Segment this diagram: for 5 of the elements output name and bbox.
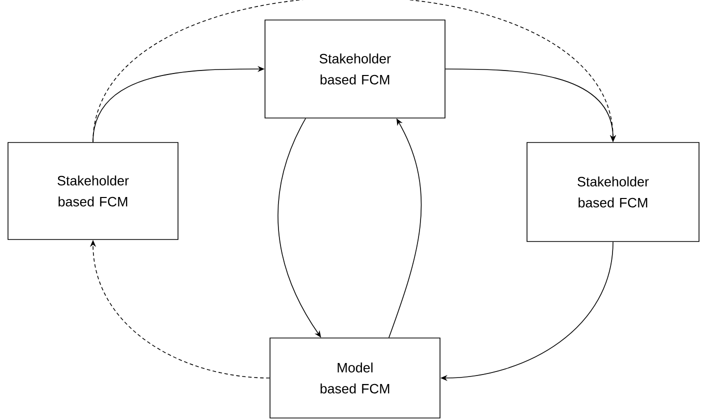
process-box: Model based FCM xyxy=(270,338,440,418)
arrow xyxy=(92,0,616,142)
process-box: Stakeholder based FCM xyxy=(8,142,178,240)
process-box: Stakeholder based FCM xyxy=(526,142,700,242)
process-box: Stakeholder based FCM xyxy=(264,20,446,118)
